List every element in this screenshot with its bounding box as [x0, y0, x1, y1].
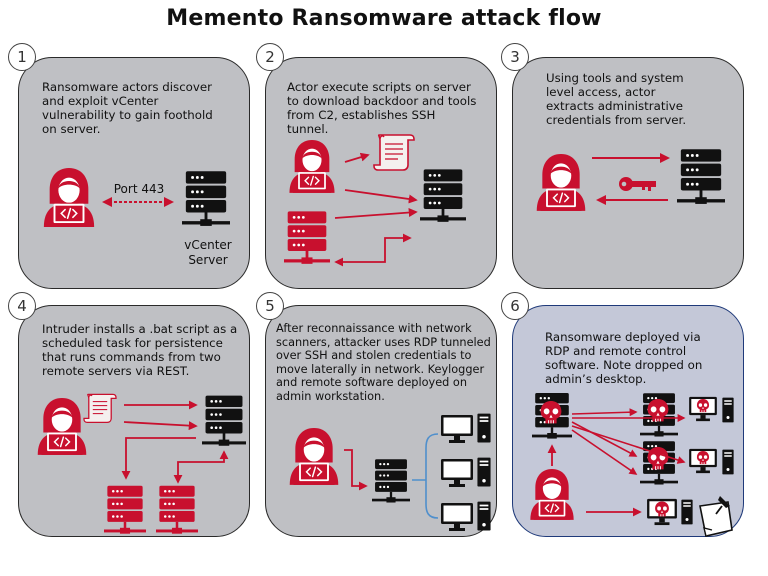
hacker-icon	[535, 153, 587, 212]
server-icon	[677, 149, 725, 204]
script-icon	[373, 134, 415, 171]
key-icon	[619, 177, 656, 191]
step-3-number: 3	[501, 43, 529, 71]
network-bracket	[412, 433, 439, 519]
step-6-number: 6	[501, 292, 529, 320]
script-icon	[83, 393, 117, 424]
remote-server-2-icon	[156, 485, 198, 534]
deploy-arrow-4	[571, 425, 686, 464]
c2-server-icon	[284, 211, 330, 264]
tower-pc-icon	[722, 397, 734, 423]
scheduled-task-arrow	[123, 421, 198, 431]
deploy-arrow-5	[571, 429, 638, 475]
step-5-text: After reconnaissance with network scanne…	[276, 322, 491, 403]
server-icon	[202, 395, 246, 446]
deploy-arrow-3	[571, 421, 638, 457]
monitor-icon	[441, 503, 473, 531]
step-2-text: Actor execute scripts on server to downl…	[287, 80, 477, 136]
step-4-number: 4	[8, 292, 36, 320]
step-5-number: 5	[256, 292, 284, 320]
hacker-icon	[36, 397, 88, 456]
step-4-text: Intruder installs a .bat script as a sch…	[42, 322, 238, 378]
ransom-note-icon	[699, 496, 733, 537]
step-1-text: Ransomware actors discover and exploit v…	[42, 80, 213, 136]
vcenter-server-icon	[182, 171, 230, 226]
step-2-number: 2	[256, 43, 284, 71]
rest-arrow-2	[173, 450, 229, 484]
hacker-icon	[288, 427, 340, 486]
rest-arrow-1	[121, 437, 196, 480]
step-3-text: Using tools and system level access, act…	[546, 71, 687, 127]
step-1-number: 1	[8, 43, 36, 71]
ssh-tunnel-arrow	[334, 233, 412, 267]
monitor-icon	[441, 459, 473, 487]
monitor-icon	[441, 415, 473, 443]
hacker-icon	[43, 167, 95, 227]
tower-pc-icon	[477, 413, 491, 443]
hacker-icon	[288, 139, 336, 194]
deploy-arrow-1	[571, 408, 638, 417]
script-to-server-arrow	[344, 152, 370, 163]
hacker-icon	[529, 468, 575, 521]
tower-pc-icon	[477, 457, 491, 487]
lateral-movement-arrow	[344, 449, 368, 491]
tower-pc-icon	[681, 499, 693, 525]
download-arrow-2	[334, 208, 418, 219]
diagram-title: Memento Ransomware attack flow	[166, 6, 602, 31]
remote-server-1-icon	[104, 485, 146, 534]
tower-pc-icon	[477, 501, 491, 531]
server-icon	[372, 459, 410, 503]
download-arrow-1	[344, 189, 418, 204]
vcenter-server-label: vCenter Server	[184, 238, 232, 267]
tower-pc-icon	[722, 449, 734, 475]
step-6-text: Ransomware deployed via RDP and remote c…	[545, 330, 703, 386]
server-icon	[420, 169, 466, 222]
port-443-label: Port 443	[113, 182, 165, 196]
